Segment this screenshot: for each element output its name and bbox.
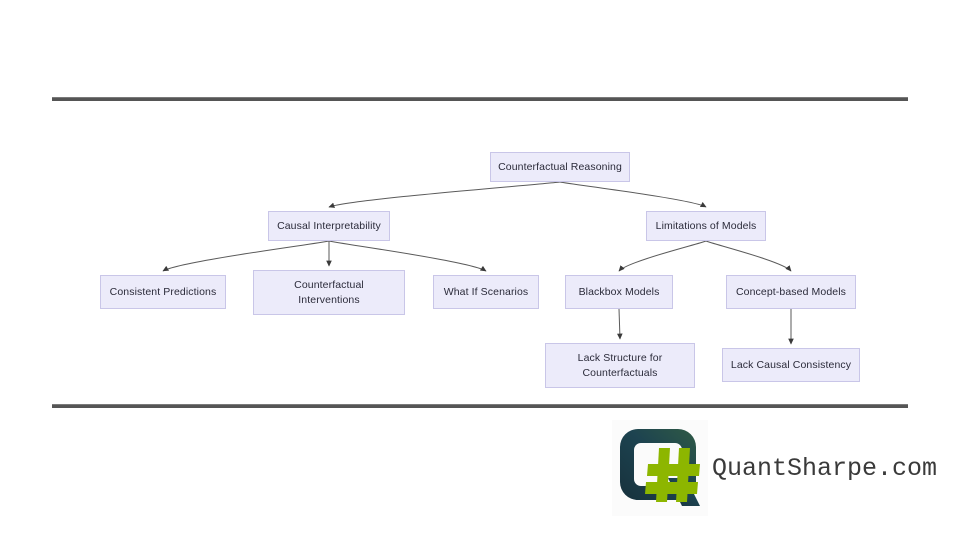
node-causal-interpretability[interactable]: Causal Interpretability — [268, 211, 390, 241]
edge-causal-to-whatif — [328, 240, 487, 272]
node-label-line1: Counterfactual — [294, 278, 364, 291]
edge-root-to-limits — [559, 181, 707, 208]
node-label-line1: Lack Structure for — [577, 351, 663, 364]
node-label: What If Scenarios — [443, 285, 529, 298]
node-label: Concept-based Models — [736, 285, 846, 298]
node-counterfactual-reasoning[interactable]: Counterfactual Reasoning — [490, 152, 630, 182]
bottom-divider — [52, 404, 908, 408]
edge-limits-to-concept — [705, 240, 792, 272]
node-consistent-predictions[interactable]: Consistent Predictions — [100, 275, 226, 309]
node-label: Limitations of Models — [655, 219, 757, 232]
node-label: Causal Interpretability — [277, 219, 381, 232]
node-concept-based-models[interactable]: Concept-based Models — [726, 275, 856, 309]
edge-causal-to-consistent — [162, 240, 330, 272]
node-label-line2: Interventions — [298, 293, 360, 306]
edge-limits-to-blackbox — [618, 240, 707, 272]
brand-wordmark: QuantSharpe.com — [712, 453, 938, 483]
node-label: Lack Causal Consistency — [730, 358, 852, 371]
node-lack-structure-for-counterfactuals[interactable]: Lack Structure for Counterfactuals — [545, 343, 695, 388]
top-divider — [52, 97, 908, 101]
node-label: Counterfactual Reasoning — [498, 160, 622, 173]
node-label: Consistent Predictions — [109, 285, 217, 298]
node-blackbox-models[interactable]: Blackbox Models — [565, 275, 673, 309]
node-what-if-scenarios[interactable]: What If Scenarios — [433, 275, 539, 309]
node-label: Blackbox Models — [578, 285, 660, 298]
branding: QuantSharpe.com — [612, 418, 942, 518]
node-label-line2: Counterfactuals — [582, 366, 658, 379]
quantsharpe-q-hash-logo-icon — [612, 420, 708, 516]
edge-root-to-causal — [328, 181, 561, 208]
node-counterfactual-interventions[interactable]: Counterfactual Interventions — [253, 270, 405, 315]
edge-blackbox-to-lackstruct — [617, 308, 623, 340]
node-lack-causal-consistency[interactable]: Lack Causal Consistency — [722, 348, 860, 382]
node-limitations-of-models[interactable]: Limitations of Models — [646, 211, 766, 241]
